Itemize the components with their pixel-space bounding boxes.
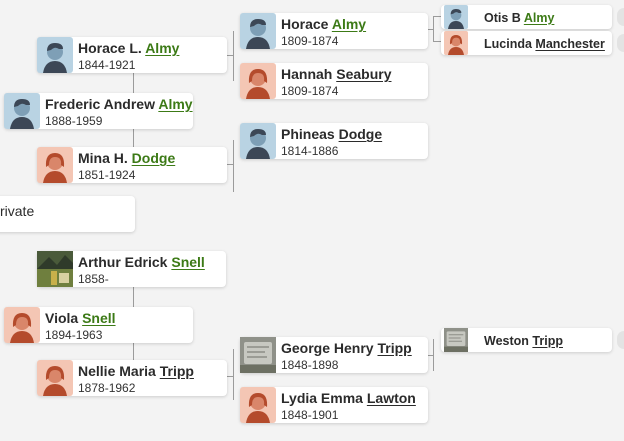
connector-horace-l-parents [233, 31, 234, 81]
expand-handle[interactable] [617, 331, 624, 349]
person-name: Phineas Dodge [281, 126, 383, 142]
person-card-frederic-andrew-almy[interactable]: Frederic Andrew Almy 1888-1959 [4, 93, 193, 129]
person-dates: 1809-1874 [281, 34, 339, 48]
female-avatar-icon [240, 63, 276, 99]
person-dates: 1878-1962 [78, 381, 136, 395]
headstone-photo-icon [444, 328, 468, 352]
connector-nellie-parents [233, 349, 234, 400]
person-name: Mina H. Dodge [78, 150, 176, 166]
person-card-lucinda-manchester[interactable]: Lucinda Manchester [441, 31, 612, 55]
person-dates: 1844-1921 [78, 58, 136, 72]
person-dates: 1858- [78, 272, 109, 286]
surname-link[interactable]: Manchester [535, 37, 605, 51]
male-avatar-icon [240, 123, 276, 159]
person-dates: 1888-1959 [45, 114, 103, 128]
person-card-horace-l-almy[interactable]: Horace L. Almy 1844-1921 [37, 37, 227, 73]
connector-horace-l-parents-h [227, 55, 234, 56]
person-card-phineas-dodge[interactable]: Phineas Dodge 1814-1886 [240, 123, 428, 159]
female-avatar-icon [4, 307, 40, 343]
male-avatar-icon [240, 13, 276, 49]
surname-link[interactable]: Almy [523, 11, 555, 25]
connector-horace-to-parents-v [433, 16, 434, 41]
expand-handle[interactable] [617, 8, 624, 26]
person-dates: 1814-1886 [281, 144, 339, 158]
surname-link[interactable]: Tripp [532, 334, 563, 348]
person-name: Weston Tripp [484, 334, 563, 348]
person-dates: 1848-1898 [281, 358, 339, 372]
person-card-horace-almy[interactable]: Horace Almy 1809-1874 [240, 13, 428, 49]
person-name: rivate [0, 203, 35, 219]
surname-link[interactable]: Almy [331, 16, 367, 32]
expand-handle[interactable] [617, 34, 624, 52]
person-dates: 1894-1963 [45, 328, 103, 342]
connector-horace-to-parents-bot [433, 41, 441, 42]
person-name: Horace Almy [281, 16, 367, 32]
surname-link[interactable]: Almy [145, 40, 180, 56]
surname-link[interactable]: Tripp [159, 363, 194, 379]
headstone-photo-icon [240, 337, 276, 373]
surname-link[interactable]: Tripp [377, 340, 412, 356]
person-name: Horace L. Almy [78, 40, 180, 56]
female-avatar-icon [37, 147, 73, 183]
connector-mina-parents-h [227, 164, 234, 165]
connector-horace-to-parents-h [428, 29, 434, 30]
person-dates: 1809-1874 [281, 84, 339, 98]
person-card-mina-h-dodge[interactable]: Mina H. Dodge 1851-1924 [37, 147, 227, 183]
person-card-private[interactable]: rivate [0, 196, 135, 232]
connector-horace-to-parents-top [433, 16, 441, 17]
male-avatar-icon [4, 93, 40, 129]
connector-nellie-parents-h [227, 376, 234, 377]
person-card-hannah-seabury[interactable]: Hannah Seabury 1809-1874 [240, 63, 428, 99]
surname-link[interactable]: Seabury [336, 66, 392, 82]
person-card-george-henry-tripp[interactable]: George Henry Tripp 1848-1898 [240, 337, 428, 373]
surname-link[interactable]: Snell [82, 310, 116, 326]
person-name: Lucinda Manchester [484, 37, 605, 51]
female-avatar-icon [444, 31, 468, 55]
female-avatar-icon [240, 387, 276, 423]
person-card-viola-snell[interactable]: Viola Snell 1894-1963 [4, 307, 193, 343]
person-name: Lydia Emma Lawton [281, 390, 416, 406]
surname-link[interactable]: Dodge [338, 126, 383, 142]
person-dates: 1848-1901 [281, 408, 339, 422]
person-dates: 1851-1924 [78, 168, 136, 182]
person-name: Frederic Andrew Almy [45, 96, 193, 112]
person-card-arthur-edrick-snell[interactable]: Arthur Edrick Snell 1858- [37, 251, 226, 287]
person-name: Nellie Maria Tripp [78, 363, 194, 379]
person-card-otis-b-almy[interactable]: Otis B Almy [441, 5, 612, 29]
connector-mina-parents [233, 140, 234, 192]
person-name: Otis B Almy [484, 11, 555, 25]
photo-avatar-icon [37, 251, 73, 287]
surname-link[interactable]: Snell [171, 254, 205, 270]
male-avatar-icon [444, 5, 468, 29]
surname-link[interactable]: Dodge [131, 150, 176, 166]
person-name: George Henry Tripp [281, 340, 412, 356]
person-card-nellie-maria-tripp[interactable]: Nellie Maria Tripp 1878-1962 [37, 360, 227, 396]
female-avatar-icon [37, 360, 73, 396]
person-name: Arthur Edrick Snell [78, 254, 205, 270]
person-name: Viola Snell [45, 310, 116, 326]
male-avatar-icon [37, 37, 73, 73]
surname-link[interactable]: Lawton [366, 390, 416, 406]
person-name: Hannah Seabury [281, 66, 392, 82]
surname-link[interactable]: Almy [158, 96, 193, 112]
person-card-lydia-emma-lawton[interactable]: Lydia Emma Lawton 1848-1901 [240, 387, 428, 423]
person-card-weston-tripp[interactable]: Weston Tripp [441, 328, 612, 352]
connector-george-parents-h [428, 355, 434, 356]
